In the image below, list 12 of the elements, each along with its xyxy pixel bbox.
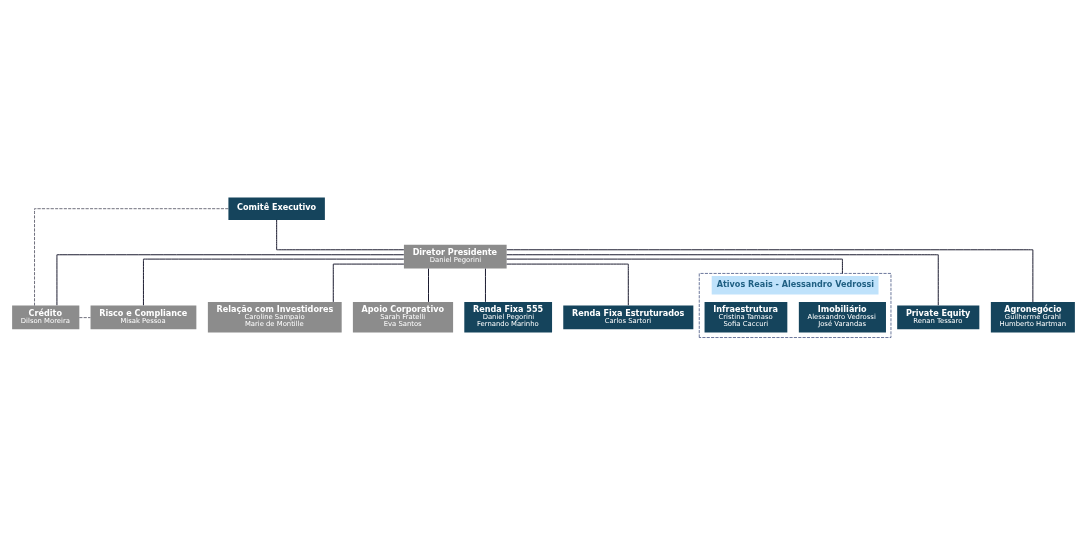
connector bbox=[276, 218, 405, 250]
connector bbox=[506, 258, 843, 274]
connector bbox=[484, 267, 486, 302]
connector bbox=[506, 253, 939, 306]
connector bbox=[428, 267, 429, 302]
connector bbox=[56, 253, 405, 306]
connector bbox=[332, 263, 405, 302]
connector bbox=[506, 248, 1034, 302]
connector bbox=[506, 263, 629, 306]
connector bbox=[142, 258, 405, 306]
connector bbox=[34, 207, 229, 306]
node-box: Comitê Executivo bbox=[228, 197, 325, 220]
